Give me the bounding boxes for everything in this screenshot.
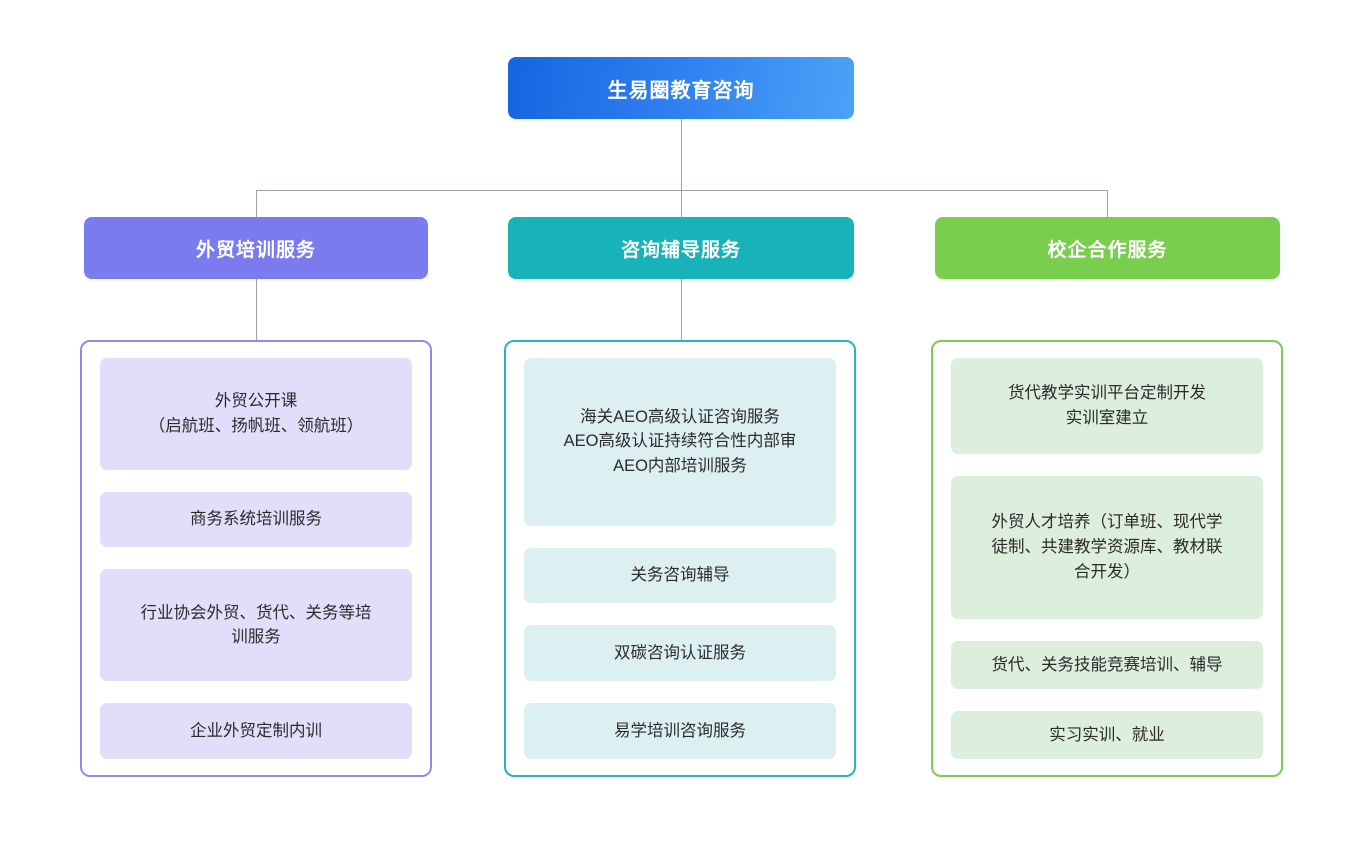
service-item-label: 关务咨询辅导 [630,566,730,585]
connector-header-to-box-col-0 [256,279,257,340]
service-item-label: 企业外贸定制内训 [190,721,322,740]
service-item-label: 外贸人才培养（订单班、现代学徒制、共建教学资源库、教材联合开发） [991,513,1223,581]
service-item[interactable]: 货代、关务技能竞赛培训、辅导 [951,641,1263,690]
service-item-label: 货代、关务技能竞赛培训、辅导 [991,655,1223,674]
service-item-label: 双碳咨询认证服务 [614,643,746,662]
service-item[interactable]: 货代教学实训平台定制开发实训室建立 [951,358,1263,454]
connector-header-to-box-col-1 [681,279,682,340]
category-header-label: 外贸培训服务 [195,239,316,261]
category-header-xiaoqi-hezuo[interactable]: 校企合作服务 [935,217,1280,279]
service-item[interactable]: 外贸人才培养（订单班、现代学徒制、共建教学资源库、教材联合开发） [951,475,1263,620]
service-item[interactable]: 双碳咨询认证服务 [524,625,836,682]
service-item[interactable]: 关务咨询辅导 [524,547,836,604]
category-header-label: 校企合作服务 [1047,239,1168,261]
root-node-label: 生易圈教育咨询 [607,79,755,102]
service-item-label: 易学培训咨询服务 [614,721,746,740]
service-item-label: 货代教学实训平台定制开发实训室建立 [1008,384,1206,427]
category-box-xiaoqi-hezuo: 货代教学实训平台定制开发实训室建立外贸人才培养（订单班、现代学徒制、共建教学资源… [931,340,1283,777]
category-header-waimao-peixun[interactable]: 外贸培训服务 [84,217,428,279]
connector-root-trunk [681,119,682,190]
category-header-label: 咨询辅导服务 [620,239,741,261]
connector-drop-col-0 [256,190,257,217]
service-item[interactable]: 行业协会外贸、货代、关务等培训服务 [100,569,412,682]
service-item-label: 商务系统培训服务 [190,510,322,529]
connector-drop-col-2 [1107,190,1108,217]
service-item-label: 外贸公开课（启航班、扬帆班、领航班） [148,392,364,435]
root-node[interactable]: 生易圈教育咨询 [508,57,854,119]
service-item[interactable]: 企业外贸定制内训 [100,703,412,759]
service-item-label: 行业协会外贸、货代、关务等培训服务 [140,603,372,647]
service-item[interactable]: 实习实训、就业 [951,711,1263,759]
service-item[interactable]: 外贸公开课（启航班、扬帆班、领航班） [100,358,412,470]
connector-drop-col-1 [681,190,682,217]
service-item[interactable]: 商务系统培训服务 [100,491,412,548]
category-header-zixun-fudao[interactable]: 咨询辅导服务 [508,217,854,279]
category-box-waimao-peixun: 外贸公开课（启航班、扬帆班、领航班） 商务系统培训服务行业协会外贸、货代、关务等培… [80,340,432,777]
service-item[interactable]: 易学培训咨询服务 [524,703,836,759]
service-item-label: 实习实训、就业 [1049,725,1165,744]
